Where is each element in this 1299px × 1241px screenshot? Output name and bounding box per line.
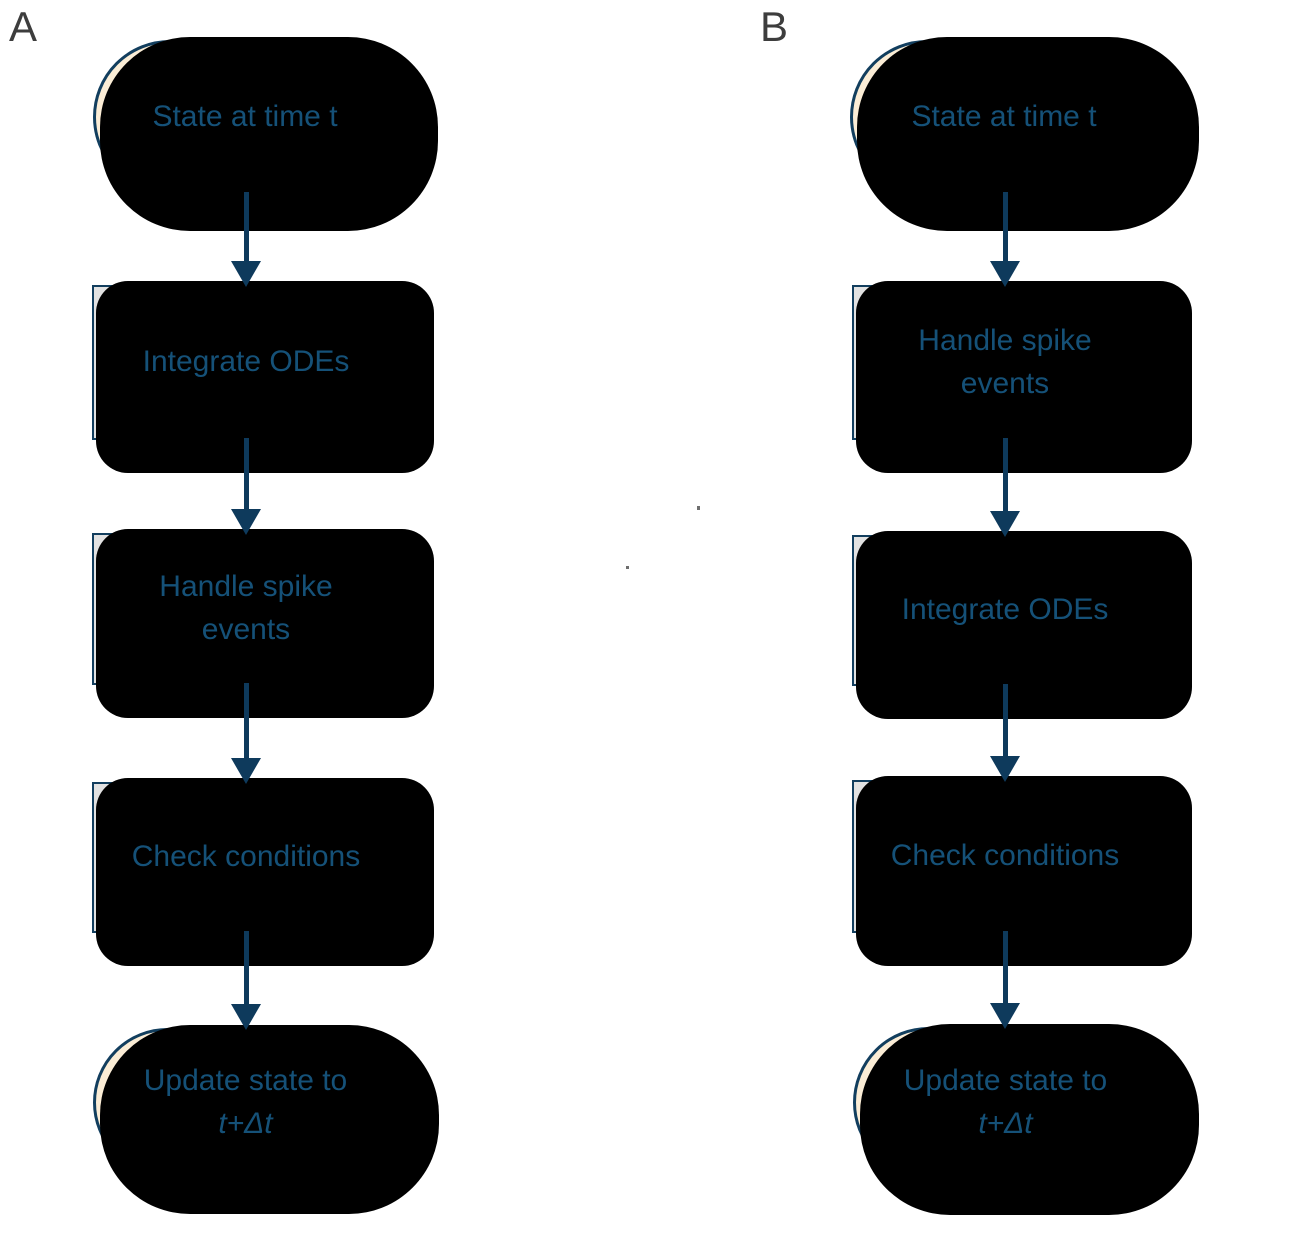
arrow-line xyxy=(1002,684,1008,756)
flow-arrow-a-1 xyxy=(230,192,262,287)
node-a-integrate-odes: Integrate ODEs xyxy=(92,281,434,473)
node-label: Handle spike events xyxy=(159,570,333,646)
node-label: Integrate ODEs xyxy=(901,593,1109,627)
node-a-handle-spike-events: Handle spike events xyxy=(92,529,434,718)
arrow-line xyxy=(243,683,249,758)
flow-arrow-b-4 xyxy=(989,931,1021,1029)
node-a-check-conditions: Check conditions xyxy=(92,778,434,966)
panel-label-b: B xyxy=(760,3,789,50)
node-label: Check conditions xyxy=(890,839,1120,873)
flow-arrow-b-3 xyxy=(989,684,1021,782)
flow-arrow-b-2 xyxy=(989,438,1021,537)
arrow-head-icon xyxy=(231,261,261,287)
arrow-head-icon xyxy=(990,261,1020,287)
arrow-line xyxy=(1002,931,1008,1003)
arrow-head-icon xyxy=(990,756,1020,782)
node-b-update-state: Update state to t+Δt xyxy=(853,1024,1199,1215)
arrow-head-icon xyxy=(990,511,1020,537)
arrow-head-icon xyxy=(231,1004,261,1030)
flow-arrow-a-4 xyxy=(230,931,262,1030)
artifact-dot xyxy=(697,506,700,510)
node-a-state-at-time-t: State at time t xyxy=(93,37,438,231)
node-b-check-conditions: Check conditions xyxy=(852,776,1192,966)
node-b-handle-spike-events: Handle spike events xyxy=(852,281,1192,473)
node-label-line2: t+Δt xyxy=(978,1106,1033,1140)
node-label-line2: t+Δt xyxy=(218,1106,273,1140)
arrow-line xyxy=(243,192,249,261)
flow-arrow-a-2 xyxy=(230,438,262,535)
arrow-line xyxy=(243,438,249,509)
node-label-line1: Update state to xyxy=(903,1063,1108,1097)
node-label-line1: Update state to xyxy=(143,1063,348,1097)
node-b-state-at-time-t: State at time t xyxy=(850,37,1199,231)
node-label: State at time t xyxy=(911,99,1097,133)
flow-arrow-a-3 xyxy=(230,683,262,784)
node-label: Check conditions xyxy=(131,840,361,874)
node-label: Integrate ODEs xyxy=(142,345,350,379)
arrow-line xyxy=(1002,192,1008,261)
flow-arrow-b-1 xyxy=(989,192,1021,287)
node-label: Handle spike events xyxy=(918,323,1092,400)
arrow-head-icon xyxy=(231,509,261,535)
node-a-update-state: Update state to t+Δt xyxy=(93,1025,439,1214)
arrow-line xyxy=(1002,438,1008,511)
arrow-head-icon xyxy=(231,758,261,784)
node-b-integrate-odes: Integrate ODEs xyxy=(852,531,1192,719)
node-label: State at time t xyxy=(152,99,338,133)
panel-label-a: A xyxy=(9,3,38,50)
arrow-line xyxy=(243,931,249,1004)
artifact-dot xyxy=(626,566,629,569)
arrow-head-icon xyxy=(990,1003,1020,1029)
